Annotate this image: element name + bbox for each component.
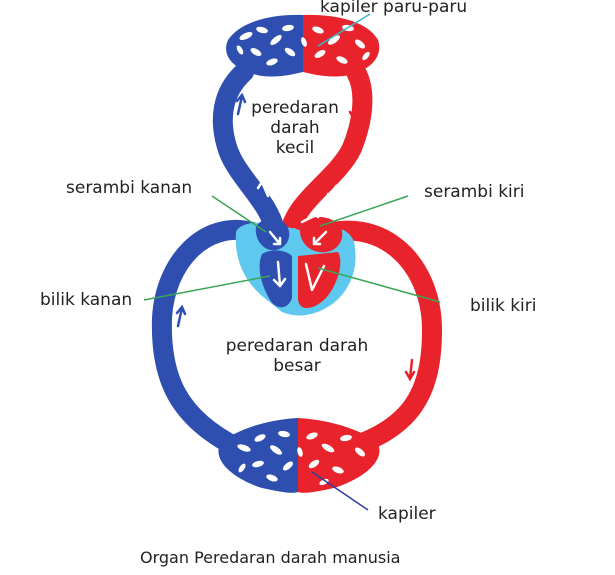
leader-bilik-kiri	[317, 267, 441, 303]
label-right-atrium: serambi kanan	[66, 178, 193, 198]
right-ventricle-arrow-icon	[272, 260, 287, 288]
label-pulmonary-line3: kecil	[275, 138, 315, 158]
label-pulmonary-circulation: peredaran darah kecil	[240, 98, 350, 158]
aorta-vessel	[308, 220, 443, 458]
right-ventricle-shape	[259, 250, 292, 308]
left-atrium-arrow-icon	[312, 230, 328, 246]
systemic-up-arrow-icon	[175, 304, 187, 328]
aorta-white-arrow-icon	[300, 208, 324, 224]
lung-capillary-bed	[226, 14, 380, 77]
label-capillary: kapiler	[378, 504, 436, 524]
label-systemic-circulation: peredaran darah besar	[212, 336, 382, 376]
label-systemic-line2: besar	[273, 356, 321, 376]
label-left-atrium: serambi kiri	[424, 182, 525, 202]
pulmonary-down-arrow-icon	[348, 98, 360, 122]
label-pulmonary-line2: darah	[270, 118, 320, 138]
leader-kapiler-paru-paru	[317, 13, 371, 47]
pulmonary-artery-vessel	[212, 62, 285, 240]
label-left-ventricle: bilik kiri	[470, 296, 537, 316]
label-lung-capillary: kapiler paru-paru	[320, 0, 468, 17]
leader-kapiler	[311, 471, 369, 511]
heart-septum	[292, 227, 298, 307]
left-atrium-shape	[299, 217, 343, 253]
heart	[235, 217, 356, 316]
right-atrium-arrow-icon	[268, 230, 282, 246]
label-pulmonary-line1: peredaran	[251, 98, 339, 118]
figure-caption: Organ Peredaran darah manusia	[140, 548, 401, 567]
systemic-down-arrow-icon	[404, 358, 416, 382]
label-systemic-line1: peredaran darah	[225, 336, 369, 356]
vena-cava-vessel	[151, 220, 262, 458]
pulmonary-up-arrow-icon	[235, 92, 247, 116]
artery-white-arrow-icon	[326, 184, 338, 202]
pulmonary-vein-vessel	[280, 62, 373, 242]
leader-serambi-kanan	[211, 195, 267, 233]
leader-bilik-kanan	[143, 275, 271, 301]
leader-serambi-kiri	[319, 195, 409, 227]
label-right-ventricle: bilik kanan	[40, 290, 133, 310]
body-capillary-bed	[218, 418, 380, 493]
left-ventricle-arrow-icon	[304, 262, 326, 292]
vein-white-arrow-icon	[256, 180, 270, 198]
left-ventricle-shape	[298, 252, 341, 309]
